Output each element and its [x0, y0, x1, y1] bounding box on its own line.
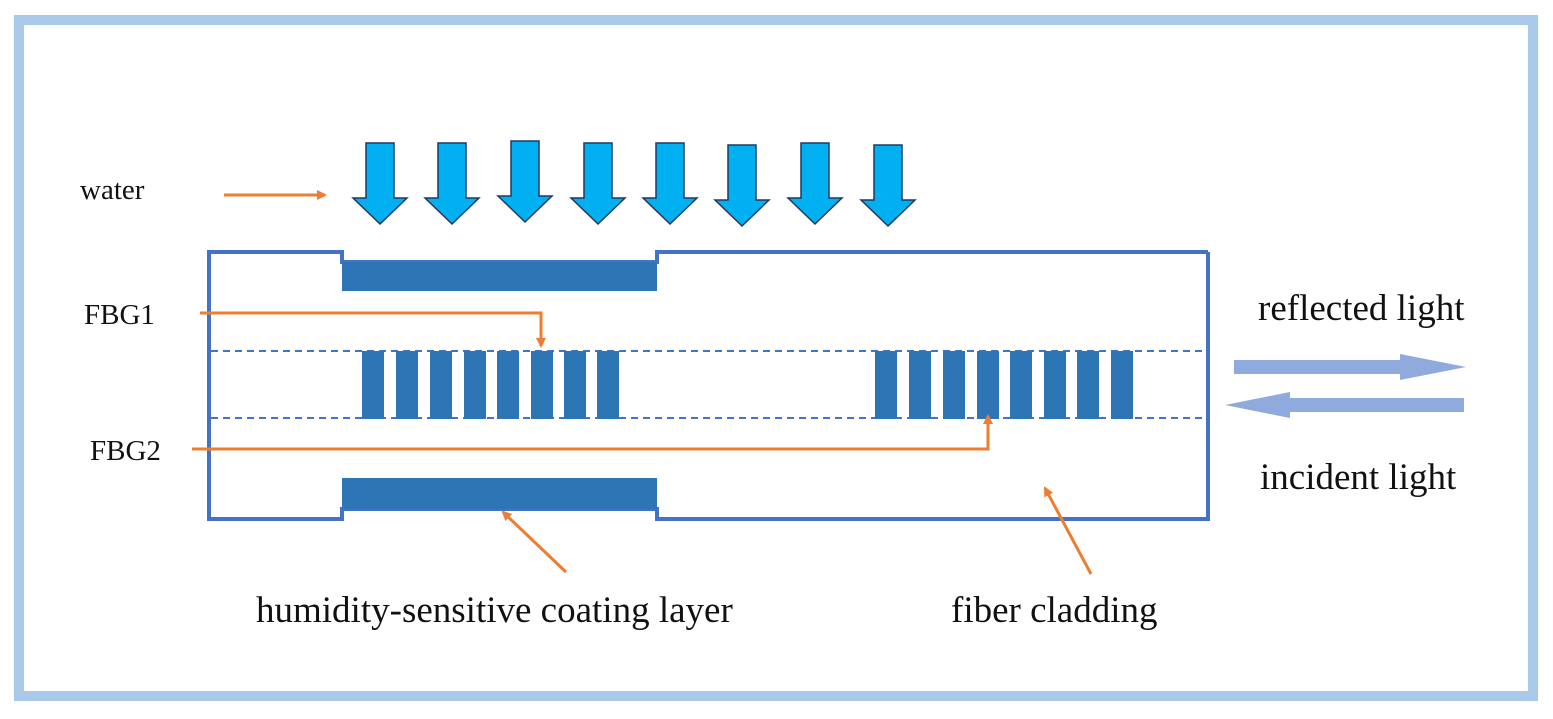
grating-bar [875, 351, 897, 419]
coating-pointer-icon [501, 510, 568, 574]
water-arrow-group [351, 140, 917, 228]
incident-light-label: incident light [1260, 457, 1457, 498]
grating-bar [1010, 351, 1032, 419]
reflected-light-label: reflected light [1258, 288, 1465, 329]
fbg1-grating [362, 351, 619, 419]
grating-bar [977, 351, 999, 419]
fbg1-pointer-icon [200, 311, 546, 348]
grating-bar [564, 351, 586, 419]
grating-bar [396, 351, 418, 419]
water-drop-arrow-icon [786, 142, 844, 226]
water-drop-arrow-icon [569, 142, 627, 226]
grating-bar [362, 351, 384, 419]
incident-light-arrow-icon [1225, 392, 1464, 418]
coating-layer-top [342, 262, 657, 291]
water-drop-arrow-icon [641, 142, 699, 226]
fbg2-pointer-icon [192, 414, 993, 451]
grating-bar [1111, 351, 1133, 419]
reflected-light-arrow-icon [1234, 354, 1466, 380]
cladding-pointer-icon [1043, 486, 1093, 575]
water-drop-arrow-icon [859, 144, 917, 228]
water-drop-arrow-icon [351, 142, 409, 226]
grating-bar [464, 351, 486, 419]
water-drop-arrow-icon [713, 144, 771, 228]
grating-bar [909, 351, 931, 419]
grating-bar [497, 351, 519, 419]
fbg1-label: FBG1 [84, 299, 155, 331]
fbg2-grating [875, 351, 1133, 419]
grating-bar [943, 351, 965, 419]
outer-frame [14, 15, 1538, 701]
water-label: water [80, 174, 145, 206]
water-drop-arrow-icon [496, 140, 554, 224]
grating-bar [430, 351, 452, 419]
water-drop-arrow-icon [423, 142, 481, 226]
fbg2-label: FBG2 [90, 435, 161, 467]
fiber-cladding-label: fiber cladding [951, 590, 1158, 631]
coating-layer-bottom [342, 478, 657, 509]
grating-bar [597, 351, 619, 419]
grating-bar [1044, 351, 1066, 419]
grating-bar [531, 351, 553, 419]
grating-bar [1077, 351, 1099, 419]
coating-layer-label: humidity-sensitive coating layer [256, 590, 733, 631]
